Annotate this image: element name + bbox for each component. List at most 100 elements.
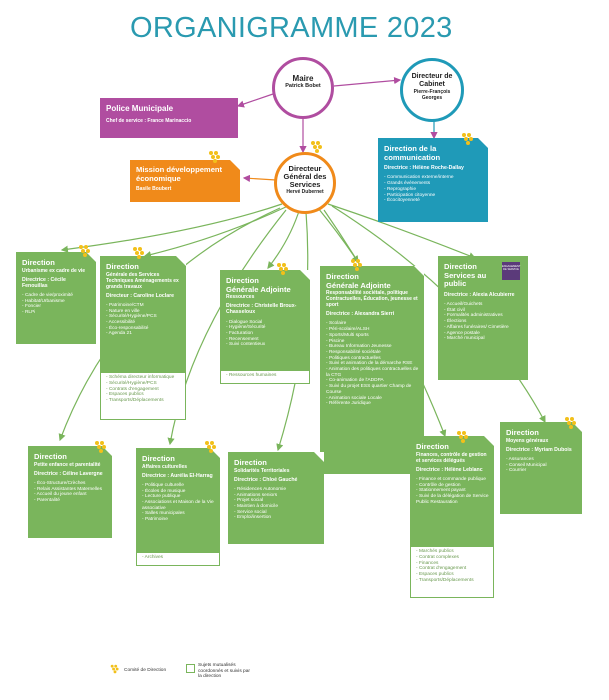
list-item: RLPi	[22, 310, 92, 316]
direction-moyens-box: Direction Moyens généraux Directrice : M…	[500, 422, 582, 514]
list-item: Sécurité/Hygiène/PCS	[106, 314, 182, 320]
dga-social-director: Directrice : Alexandra Sierri	[326, 311, 395, 318]
services-tech-subbox: Schéma directeur informatique Sécurité/H…	[100, 372, 186, 420]
list-item: Finances	[416, 561, 490, 567]
list-item: Éco-Structure/Crèches	[34, 481, 108, 487]
comite-badge-icon	[277, 263, 288, 275]
legend-comite-label: Comité de Direction	[124, 668, 167, 673]
corner-fold	[210, 448, 220, 458]
list-item: Agence postale	[444, 331, 524, 337]
list-item: Bureau Information Jeunesse	[326, 344, 420, 350]
direction-solidarites-box: Direction Solidarités Territoriales Dire…	[228, 452, 324, 544]
finances-list: Finance et commande publique Contrôle de…	[410, 473, 494, 506]
corner-fold	[414, 266, 424, 276]
list-item: Péri-scolaire/ALSH	[326, 327, 420, 333]
solidarites-title-1: Direction	[234, 458, 267, 467]
moyens-list: Assurances Conseil Municipal Courrier	[500, 453, 582, 474]
services-public-director: Directrice : Alexia Alcubierre	[444, 291, 515, 298]
list-item: Service social	[234, 510, 320, 516]
urbanisme-title-2: Urbanisme ex cadre de vie	[22, 267, 86, 274]
dgs-node: Directeur Général des Services Hervé Dub…	[274, 152, 336, 214]
list-item: Contrat d'engagement	[416, 566, 490, 572]
list-item: Finance et commande publique	[416, 477, 490, 483]
petite-enfance-title-1: Direction	[34, 452, 67, 461]
dga-social-box: Direction Générale Adjointe Responsabili…	[320, 266, 424, 474]
culture-list: Politique culturelle Écoles de musique L…	[136, 479, 220, 523]
corner-fold	[102, 446, 112, 456]
culture-title-1: Direction	[142, 454, 175, 463]
services-tech-title-1: Direction	[106, 262, 139, 271]
dga-ressources-title-2: Générale Adjointe	[226, 284, 291, 294]
dga-social-title-3: Responsabilité sociétale, politique Cont…	[326, 290, 418, 309]
police-title: Police Municipale	[106, 104, 174, 113]
comite-badge-icon	[462, 133, 473, 145]
list-item: Accueil du jeune enfant	[34, 492, 108, 498]
moyens-title-1: Direction	[506, 428, 539, 437]
direction-petite-enfance-box: Direction Petite enfance et parentalité …	[28, 446, 112, 538]
comite-badge-icon	[457, 431, 468, 443]
communication-director: Directrice : Hélène Roche-Dallay	[384, 165, 464, 172]
list-item: Hygiène/Sécurité	[226, 325, 306, 331]
list-item: Transports/Déplacements	[106, 398, 182, 404]
list-item: Résidences Autonomie	[234, 487, 320, 493]
culture-director: Directrice : Aurélia El-Harrag	[142, 472, 213, 479]
list-item: Communication externe/interne	[384, 175, 484, 181]
dga-ressources-list: Dialogue Social Hygiène/Sécurité Factura…	[220, 316, 310, 349]
urbanisme-director: Directrice : Cécile Fenouillas	[22, 276, 66, 289]
legend-sujets-label: Sujets mutualisés coordonnés et suivis p…	[198, 663, 250, 680]
list-item: Co-animation de l'ADDPA	[326, 378, 420, 384]
services-public-list: Accueil/Guichets État civil Formalités a…	[438, 298, 528, 342]
dgs-title-2: Général des	[283, 172, 327, 181]
petite-enfance-list: Éco-Structure/Crèches Relais Assistantes…	[28, 477, 112, 504]
list-item: Éco-responsabilité	[106, 326, 182, 332]
dga-ressources-title-1: Direction	[226, 276, 259, 285]
list-item: Suivi de la délégation de Service Public…	[416, 494, 490, 505]
list-item: Participation citoyenne	[384, 193, 484, 199]
page-title: ORGANIGRAMME 2023	[130, 12, 453, 44]
list-item: Écocitoyenneté	[384, 198, 484, 204]
moyens-director: Directrice : Myriam Dubois	[506, 446, 572, 453]
list-item: Relais Assistantes Maternelles	[34, 487, 108, 493]
services-tech-title-2: Générale des Services Techniques Aménage…	[106, 271, 179, 290]
dga-social-title-2: Générale Adjointe	[326, 280, 391, 290]
corner-fold	[300, 270, 310, 280]
list-item: Contrats d'engagement	[106, 387, 182, 393]
corner-fold	[176, 256, 186, 266]
list-item: Espaces publics	[106, 392, 182, 398]
solidarites-director: Directrice : Chloé Gauché	[234, 476, 298, 483]
list-item: Formalités administratives	[444, 313, 524, 319]
finances-subbox: Marchés publics Contrat complexes Financ…	[410, 546, 494, 598]
finances-title-1: Direction	[416, 442, 449, 451]
list-item: Reprographie	[384, 187, 484, 193]
list-item: Référente Juridique	[326, 401, 420, 407]
cabinet-title: Directeur de Cabinet	[411, 73, 453, 88]
dgs-title-3: Services	[289, 180, 321, 189]
direction-finances-box: Direction Finances, contrôle de gestion …	[410, 436, 494, 546]
list-item: Marchés publics	[416, 549, 490, 555]
petite-enfance-director: Directrice : Céline Lavergne	[34, 470, 103, 477]
comite-badge-icon	[205, 441, 216, 453]
list-item: Habitat/Urbanisme	[22, 299, 92, 305]
list-item: Espaces publics	[416, 572, 490, 578]
dga-ressources-director: Directrice : Christelle Broux-Chasseloux	[226, 303, 297, 316]
list-item: Accueil/Guichets	[444, 302, 524, 308]
direction-services-public-box: ENGAGEMENT DE SERVICE Direction Services…	[438, 256, 528, 380]
engagement-service-label: ENGAGEMENT DE SERVICE	[502, 262, 520, 280]
list-item: Ressources humaines	[226, 373, 306, 379]
dgs-name: Hervé Dubernet	[286, 189, 324, 195]
list-item: Élections	[444, 319, 524, 325]
list-item: Parentalité	[34, 498, 108, 504]
list-item: Associations et Maison de la Vie associa…	[142, 500, 216, 511]
list-item: Contrat complexes	[416, 555, 490, 561]
engagement-label-text: ENGAGEMENT DE SERVICE	[502, 265, 521, 271]
moyens-title-2: Moyens généraux	[506, 437, 549, 444]
comite-badge-icon	[79, 245, 90, 257]
list-item: Stationnement payant	[416, 488, 490, 494]
maire-name: Patrick Bobet	[285, 83, 321, 89]
list-item: Accessibilité	[106, 320, 182, 326]
list-item: Suivi du projet ESS quartier Champ de Co…	[326, 384, 420, 395]
dga-social-list: Scolaire Péri-scolaire/ALSH Sports/Multi…	[320, 317, 424, 407]
list-item: Dialogue Social	[226, 320, 306, 326]
culture-subbox: Archives	[136, 552, 220, 566]
list-item: Contrôle de gestion	[416, 483, 490, 489]
